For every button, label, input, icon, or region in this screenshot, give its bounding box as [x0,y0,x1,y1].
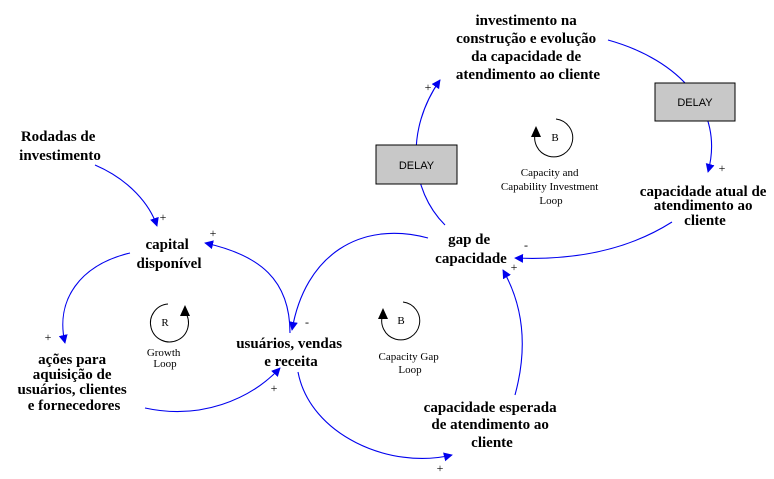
var-rodadas-de-investimento: Rodadas de investimento [19,129,101,164]
polarity-esperada-gap: + [511,260,518,274]
loop-capacity-gap-icon [381,301,421,341]
loop-capacity-gap-letter: B [397,315,404,327]
polarity-acoes-usuarios: + [271,381,278,395]
polarity-atual-gap: - [524,238,528,252]
loop-capacity-investment-label: Capacity and Capability Investment Loop [501,167,601,207]
delay-box-right: DELAY [654,82,736,122]
loop-capacity-investment: B Capacity and Capability Investment Loo… [501,118,601,207]
link-usuarios-to-capital [204,240,291,334]
polarity-capital-acoes: + [45,330,52,344]
loop-capacity-investment-arrow-icon [531,126,541,137]
loop-growth: R Growth Loop [147,303,190,370]
loop-growth-label: Growth Loop [147,347,183,370]
link-rodadas-to-capital [94,164,159,227]
loop-capacity-gap: B Capacity Gap Loop [378,301,442,376]
loop-capacity-investment-icon [534,118,574,158]
var-capacidade-atual: capacidade atual de atendimento ao clien… [640,184,770,229]
loop-growth-letter: R [161,317,169,329]
polarity-rodadas-capital: + [160,210,167,224]
loop-capacity-gap-label: Capacity Gap Loop [379,351,442,376]
delay-box-left: DELAY [375,144,458,185]
var-capacidade-esperada: capacidade esperada de atendimento ao cl… [424,400,561,451]
link-gap-to-usuarios [288,232,429,331]
polarity-investimento-atual: + [719,161,726,175]
delay-label-left: DELAY [399,160,435,172]
link-acoes-to-usuarios [144,367,281,412]
polarity-gap-usuarios: - [305,315,309,329]
link-atual-to-gap [514,221,673,263]
loop-capacity-gap-arrow-icon [378,308,388,319]
delay-label-right: DELAY [677,97,713,109]
var-gap-de-capacidade: gap de capacidade [435,232,507,267]
link-capital-to-acoes [58,252,131,344]
var-usuarios-vendas-receita: usuários, vendas e receita [236,336,346,370]
var-investimento-capacidade: investimento na construção e evolução da… [456,13,600,83]
loop-growth-arrow-icon [180,305,190,316]
polarity-gap-investimento: + [425,80,432,94]
link-usuarios-to-esperada [297,371,453,462]
var-acoes-aquisicao: ações para aquisição de usuários, client… [18,352,131,414]
loop-growth-icon [149,303,189,343]
link-esperada-to-gap [502,269,523,396]
polarity-usuarios-capital: + [210,226,217,240]
var-capital-disponivel: capital disponível [136,237,201,272]
loop-capacity-investment-letter: B [551,132,558,144]
polarity-usuarios-esperada: + [437,461,444,475]
